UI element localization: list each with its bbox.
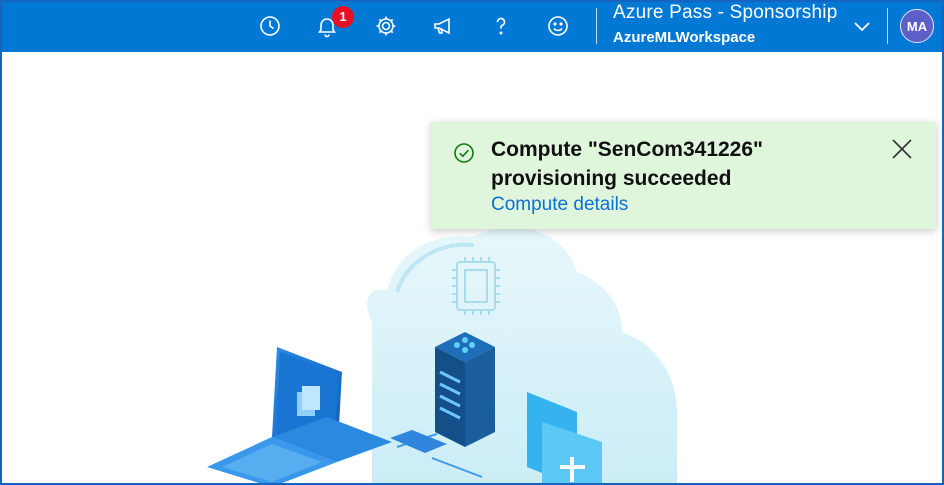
top-bar: 1 Azure Pass - Spon [2, 2, 942, 52]
history-icon[interactable] [254, 10, 286, 42]
compute-details-link[interactable]: Compute details [491, 194, 629, 215]
notification-badge: 1 [332, 6, 354, 28]
toast-title: Compute "SenCom341226" provisioning succ… [491, 138, 763, 190]
notification-toast: Compute "SenCom341226" provisioning succ… [431, 122, 936, 229]
account-switcher[interactable]: Azure Pass - Sponsorship AzureMLWorkspac… [613, 2, 837, 49]
add-card-icon [527, 392, 602, 483]
bell-icon [317, 18, 337, 38]
avatar[interactable]: MA [900, 9, 934, 43]
close-icon[interactable] [889, 136, 915, 162]
success-check-icon [454, 143, 474, 163]
toolbar-divider [887, 8, 888, 44]
laptop-icon [207, 347, 392, 483]
toolbar-divider [596, 8, 597, 44]
smiley-icon[interactable] [542, 10, 574, 42]
workspace-name: AzureMLWorkspace [613, 29, 756, 46]
chip-icon [452, 257, 500, 315]
notifications-button[interactable] [311, 10, 343, 42]
chevron-down-icon[interactable] [850, 14, 874, 38]
subscription-name: Azure Pass - Sponsorship [613, 2, 838, 23]
server-icon [435, 332, 495, 447]
cloud-compute-illustration [207, 227, 677, 483]
gear-icon[interactable] [370, 10, 402, 42]
megaphone-icon[interactable] [427, 10, 459, 42]
help-icon[interactable] [485, 10, 517, 42]
